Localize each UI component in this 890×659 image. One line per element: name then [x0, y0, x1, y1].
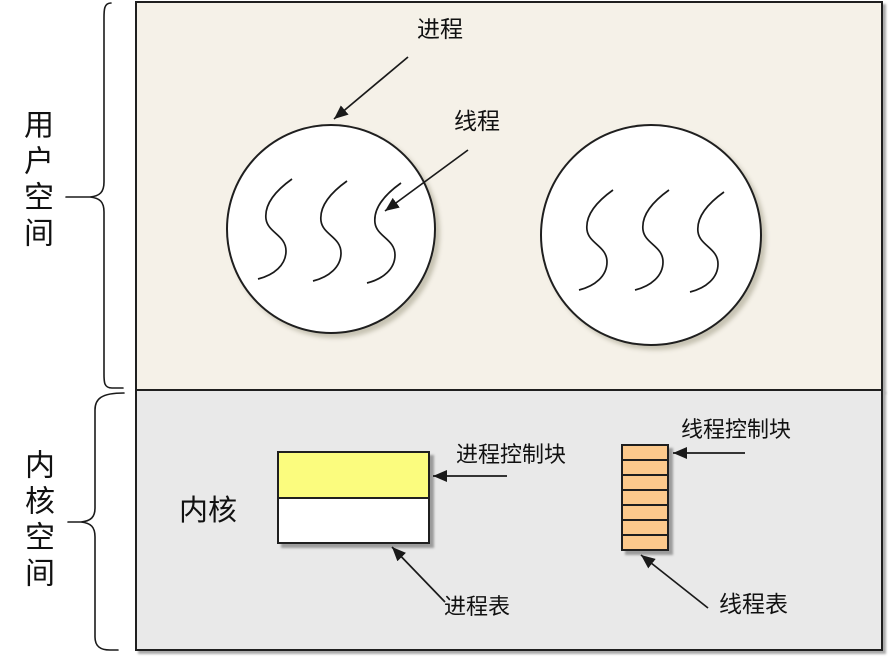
thread-table-stack	[621, 444, 669, 551]
process-control-block-rect	[277, 451, 430, 499]
process-label: 进程	[417, 17, 463, 43]
process-circle-2	[540, 124, 762, 346]
kernel-space-region	[135, 389, 883, 651]
thread-table-row	[621, 444, 669, 461]
thread-control-block-label: 线程控制块	[681, 418, 792, 443]
process-arrow	[333, 56, 409, 120]
kernel-label: 内核	[179, 493, 238, 527]
thread-label: 线程	[454, 109, 500, 135]
user-space-label: 用户空间	[18, 109, 53, 253]
thread-table-row	[621, 459, 669, 476]
process-circle-1	[226, 124, 436, 334]
thread-table-row	[621, 534, 669, 551]
thread-arrow	[384, 149, 469, 212]
thread-table-row	[621, 489, 669, 506]
thread-table-arrow	[640, 554, 709, 609]
thread-table-label: 线程表	[719, 592, 788, 618]
process-table-label: 进程表	[444, 595, 511, 620]
user-space-brace	[65, 2, 124, 389]
kernel-space-label: 内核空间	[19, 449, 54, 593]
thread-table-row	[621, 504, 669, 521]
thread-table-row	[621, 474, 669, 491]
process-table-arrow	[391, 546, 446, 603]
thread-table-row	[621, 519, 669, 536]
process-control-block-label: 进程控制块	[456, 443, 567, 468]
kernel-space-brace	[67, 392, 125, 651]
